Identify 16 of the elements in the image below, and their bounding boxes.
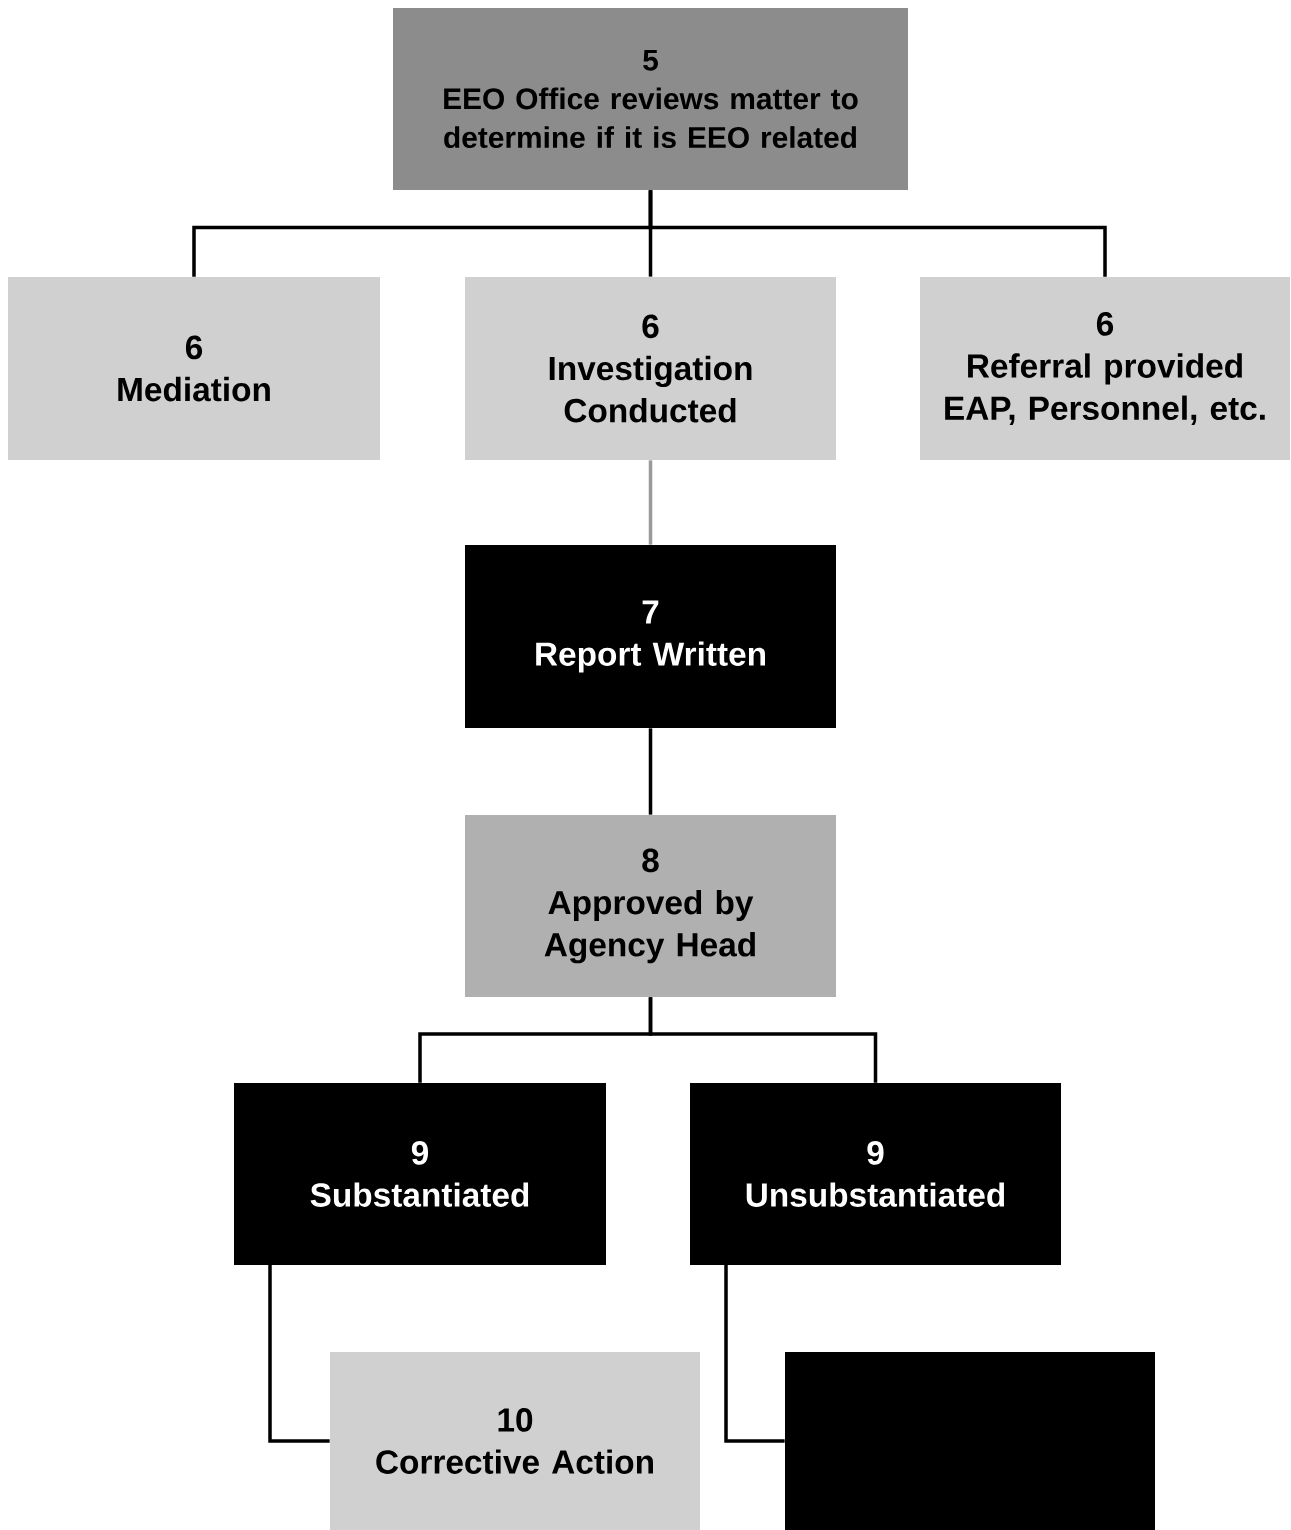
connector-line: [648, 460, 653, 545]
process-box: 6 Mediation: [8, 277, 380, 460]
process-box: 5 EEO Office reviews matter to determine if it is EEO related: [393, 8, 908, 190]
connector-line: [724, 1265, 785, 1443]
connector-line: [648, 728, 653, 815]
process-box: 7 Report Written: [465, 545, 836, 728]
process-box: 6 Investigation Conducted: [465, 277, 836, 460]
connector-line: [648, 190, 1107, 277]
process-box: 8 Approved by Agency Head: [465, 815, 836, 997]
process-box: 9 Substantiated: [234, 1083, 606, 1265]
process-box: 9 Unsubstantiated: [690, 1083, 1061, 1265]
connector-line: [268, 1265, 330, 1443]
process-box: 6 Referral provided EAP, Personnel, etc.: [920, 277, 1290, 460]
process-box: 10 Corrective Action: [330, 1352, 700, 1530]
connector-line: [648, 997, 878, 1083]
process-box: [785, 1352, 1155, 1530]
